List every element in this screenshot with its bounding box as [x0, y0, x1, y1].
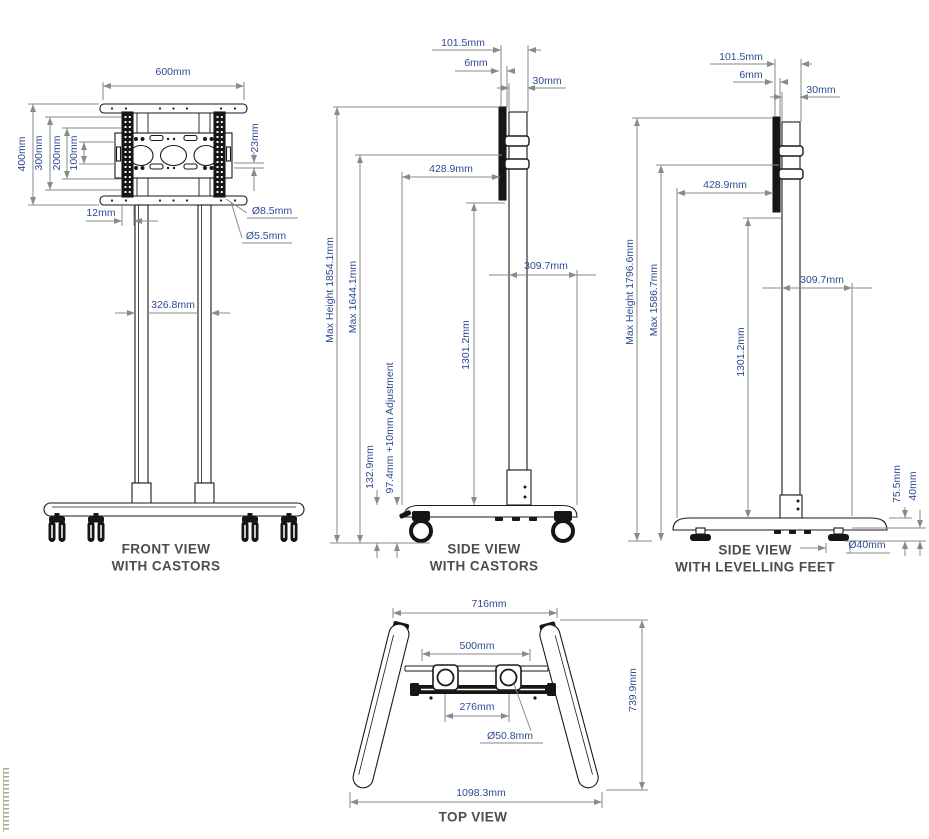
dim-sidec-adjustment: 97.4mm +10mm Adjustment: [383, 362, 396, 494]
dim-sidec-max-1644: Max 1644.1mm: [346, 260, 359, 334]
dim-front-12: 12mm: [86, 206, 116, 219]
side-view-castors-title-line2: WITH CASTORS: [429, 558, 539, 574]
side-view-castors-dimension-lines: [330, 45, 596, 558]
dim-sidef-30: 30mm: [806, 83, 836, 96]
dim-top-pole-dia: Ø50.8mm: [486, 729, 534, 742]
dim-sidec-max-height: Max Height 1854.1mm: [323, 237, 336, 343]
top-view-drawing: [352, 621, 599, 789]
dim-front-600: 600mm: [155, 65, 191, 78]
front-view-title-line2: WITH CASTORS: [111, 558, 221, 574]
dim-sidef-max-height: Max Height 1796.6mm: [623, 239, 636, 345]
dim-sidef-1301-2: 1301.2mm: [734, 327, 747, 377]
dim-sidec-1301-2: 1301.2mm: [459, 320, 472, 370]
dim-top-739-9: 739.9mm: [626, 668, 639, 712]
dim-sidec-132-9: 132.9mm: [363, 445, 376, 489]
dim-sidef-75-5: 75.5mm: [890, 465, 903, 503]
dim-sidec-309-7: 309.7mm: [524, 259, 568, 272]
dim-front-hole-5-5: Ø5.5mm: [245, 229, 287, 242]
dim-front-200: 200mm: [50, 135, 63, 171]
dim-sidef-6: 6mm: [739, 68, 763, 81]
dim-sidec-30: 30mm: [532, 74, 562, 87]
dim-top-716: 716mm: [471, 597, 507, 610]
dim-sidef-foot-dia: Ø40mm: [848, 538, 886, 551]
dim-front-hole-8-5: Ø8.5mm: [251, 204, 293, 217]
dim-sidec-6: 6mm: [464, 56, 488, 69]
dim-sidef-101-5: 101.5mm: [719, 50, 763, 63]
dim-sidef-309-7: 309.7mm: [800, 273, 844, 286]
dim-front-300: 300mm: [32, 135, 45, 171]
side-view-feet-drawing: [672, 116, 888, 541]
dim-top-500: 500mm: [459, 639, 495, 652]
front-view-drawing: [43, 103, 305, 542]
side-view-feet-dimension-lines: [628, 59, 926, 556]
dim-front-400: 400mm: [15, 136, 28, 172]
side-view-castors-drawing: [399, 106, 578, 543]
dim-front-326-8: 326.8mm: [151, 298, 195, 311]
dim-front-100: 100mm: [67, 135, 80, 171]
dim-sidef-40: 40mm: [906, 471, 919, 501]
side-view-castors-title-line1: SIDE VIEW: [447, 541, 521, 557]
dim-top-276: 276mm: [459, 700, 495, 713]
top-view-dimension-lines: [349, 608, 648, 808]
dim-front-23: 23mm: [248, 123, 261, 153]
side-view-feet-title-line2: WITH LEVELLING FEET: [675, 559, 835, 575]
front-view-title-line1: FRONT VIEW: [121, 541, 211, 557]
dim-sidef-428-9: 428.9mm: [703, 178, 747, 191]
top-view-title: TOP VIEW: [438, 809, 508, 825]
dim-top-1098-3: 1098.3mm: [456, 786, 506, 799]
side-view-feet-title-line1: SIDE VIEW: [718, 542, 792, 558]
dim-sidec-428-9: 428.9mm: [429, 162, 473, 175]
front-view-dimension-lines: [28, 82, 298, 316]
fine-print-watermark: [3, 768, 9, 832]
dim-sidef-max-1586: Max 1586.7mm: [647, 263, 660, 337]
dim-sidec-101-5: 101.5mm: [441, 36, 485, 49]
